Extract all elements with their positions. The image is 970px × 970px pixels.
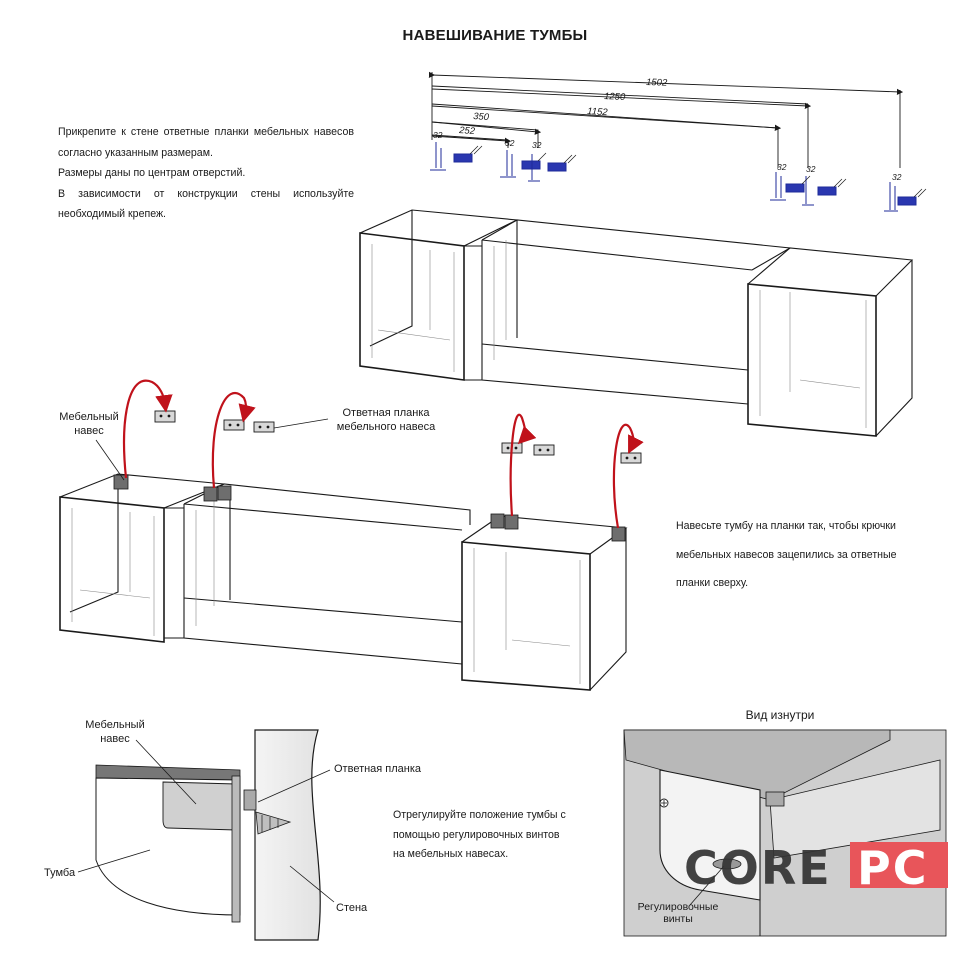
page-title: НАВЕШИВАНИЕ ТУМБЫ	[402, 27, 588, 44]
cabinet-top-wireframe	[359, 209, 914, 437]
hinges-installed	[113, 474, 626, 542]
cabinet-bottom-wireframe	[59, 473, 628, 691]
adjust-instruction: Отрегулируйте положение тумбы с помощью …	[393, 809, 566, 860]
dim-32-a: 32	[433, 130, 443, 140]
dimension-labels: 1502 1250 1152 350 252 32 32 32 32 32 32	[433, 77, 902, 182]
dim-1250: 1250	[604, 91, 626, 103]
wall-plates-blue	[430, 142, 927, 212]
dim-32-b: 32	[505, 138, 515, 148]
label-detail-cabinet: Тумба	[44, 867, 76, 879]
dim-32-f: 32	[892, 172, 902, 182]
label-detail-wall: Стена	[336, 902, 368, 914]
mounting-instructions: Прикрепите к стене ответные планки мебел…	[58, 122, 354, 225]
dim-32-e: 32	[806, 164, 816, 174]
label-adjust-screws: Регулировочные винты	[637, 901, 719, 925]
hanging-arrows	[123, 379, 644, 529]
label-hinge: Мебельный навес	[59, 411, 119, 437]
instruction-line-1: Прикрепите к стене ответные планки мебел…	[58, 126, 354, 159]
dim-1152: 1152	[587, 106, 609, 118]
inside-view-panel	[623, 729, 947, 937]
label-inside-view: Вид изнутри	[745, 708, 815, 722]
instruction-line-3: В зависимости от конструкции стены испол…	[58, 187, 354, 221]
label-detail-plate: Ответная планка	[334, 763, 422, 775]
logo-core-text: CORE	[684, 841, 832, 895]
dim-1502: 1502	[646, 77, 668, 89]
hang-instruction: Навесьте тумбу на планки так, чтобы крюч…	[676, 520, 897, 589]
callout-lines	[95, 418, 329, 481]
dim-32-c: 32	[532, 140, 542, 150]
dimension-lines	[428, 71, 904, 168]
detail-section	[77, 729, 335, 941]
instruction-line-2: Размеры даны по центрам отверстий.	[58, 167, 246, 179]
logo-pc-text: PC	[857, 841, 928, 895]
label-detail-hinge: Мебельный навес	[85, 719, 145, 745]
corepc-logo: CORE PC	[684, 841, 948, 895]
label-counter-plate: Ответная планка мебельного навеса	[336, 407, 436, 433]
dim-252: 252	[458, 125, 476, 137]
dim-32-d: 32	[777, 162, 787, 172]
dim-350: 350	[473, 111, 490, 123]
